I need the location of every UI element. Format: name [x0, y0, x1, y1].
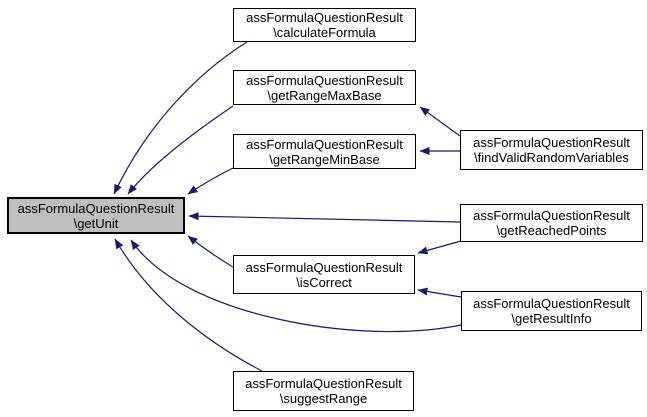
- edge-getReachedPoints-to-getUnit: [188, 212, 461, 223]
- node-class-name: assFormulaQuestionResult: [473, 208, 630, 223]
- node-class-name: assFormulaQuestionResult: [245, 376, 402, 391]
- node-member-name: \getResultInfo: [511, 311, 592, 326]
- node-getReachedPoints[interactable]: assFormulaQuestionResult \getReachedPoin…: [460, 204, 643, 242]
- node-member-name: \suggestRange: [279, 391, 368, 406]
- node-class-name: assFormulaQuestionResult: [17, 200, 175, 216]
- edge-calculateFormula-to-getUnit: [113, 41, 248, 195]
- node-getUnit: assFormulaQuestionResult \getUnit: [7, 197, 185, 234]
- edge-getResultInfo-to-getUnit: [130, 239, 462, 333]
- node-member-name: \getRangeMaxBase: [267, 87, 382, 103]
- node-member-name: \getRangeMinBase: [269, 151, 380, 167]
- node-class-name: assFormulaQuestionResult: [246, 10, 403, 25]
- edge-isCorrect-to-getUnit: [187, 235, 234, 268]
- edge-getResultInfo-to-isCorrect: [417, 287, 462, 298]
- node-calculateFormula[interactable]: assFormulaQuestionResult \calculateFormu…: [233, 8, 416, 42]
- edge-getReachedPoints-to-isCorrect: [417, 240, 462, 255]
- edge-getRangeMinBase-to-getUnit: [187, 167, 234, 195]
- node-class-name: assFormulaQuestionResult: [245, 259, 403, 275]
- edge-suggestRange-to-getUnit: [114, 238, 263, 372]
- edge-getRangeMaxBase-to-getUnit: [127, 105, 234, 195]
- node-member-name: \findValidRandomVariables: [474, 150, 629, 165]
- node-member-name: \calculateFormula: [273, 25, 376, 40]
- node-member-name: \getReachedPoints: [496, 223, 607, 238]
- edges: [113, 41, 462, 372]
- node-class-name: assFormulaQuestionResult: [246, 136, 403, 152]
- node-class-name: assFormulaQuestionResult: [473, 135, 630, 150]
- node-findValidRandomVariables[interactable]: assFormulaQuestionResult \findValidRando…: [460, 130, 643, 170]
- node-member-name: \isCorrect: [296, 274, 352, 290]
- node-class-name: assFormulaQuestionResult: [473, 296, 630, 311]
- node-getRangeMinBase[interactable]: assFormulaQuestionResult \getRangeMinBas…: [233, 134, 416, 169]
- node-isCorrect[interactable]: assFormulaQuestionResult \isCorrect: [233, 255, 415, 294]
- node-class-name: assFormulaQuestionResult: [246, 72, 403, 88]
- node-member-name: \getUnit: [73, 215, 119, 231]
- node-getResultInfo[interactable]: assFormulaQuestionResult \getResultInfo: [461, 291, 642, 331]
- node-getRangeMaxBase[interactable]: assFormulaQuestionResult \getRangeMaxBas…: [233, 70, 416, 105]
- node-suggestRange[interactable]: assFormulaQuestionResult \suggestRange: [233, 371, 414, 411]
- edge-findValidRandomVariables-to-getRangeMaxBase: [419, 106, 461, 137]
